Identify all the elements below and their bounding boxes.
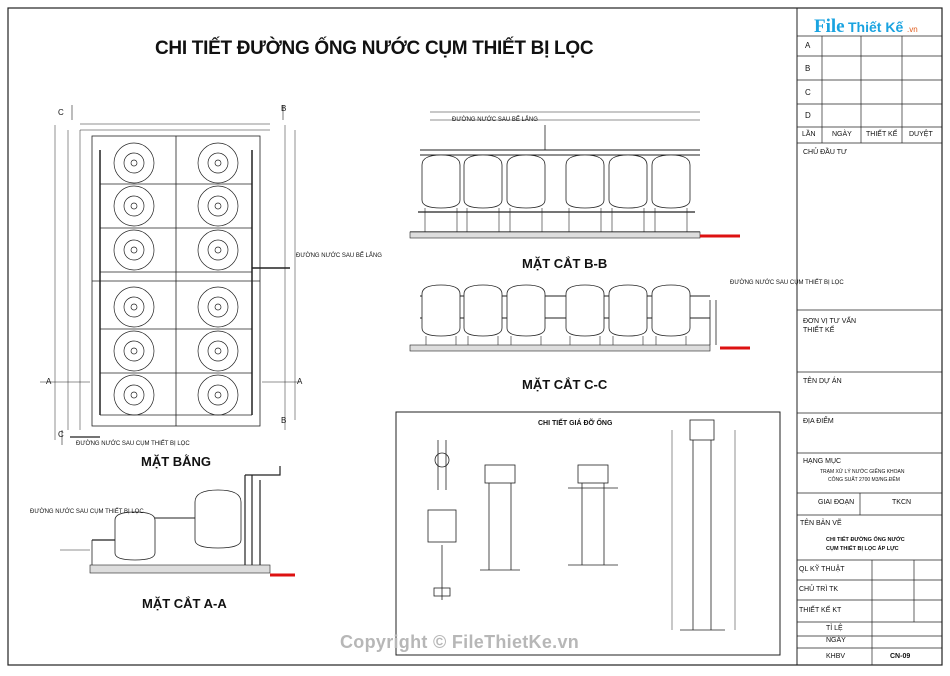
owner-label: CHỦ ĐẦU TƯ <box>803 149 847 156</box>
logo-name-text: Thiết Kế <box>848 19 904 35</box>
plan-view <box>40 105 300 445</box>
annotation-after-settling: ĐƯỜNG NƯỚC SAU BỂ LẮNG <box>296 253 382 259</box>
label-section-bb: MẶT CẮT B-B <box>522 256 608 271</box>
scale-label: TỈ LỆ <box>826 625 843 632</box>
item-value-line2: CÔNG SUẤT 2700 M3/NG.ĐÊM <box>828 477 900 483</box>
rev-header-approve: DUYỆT <box>909 131 933 138</box>
section-mark-a-right: A <box>297 377 303 386</box>
chief-label: CHỦ TRÌ TK <box>799 586 839 593</box>
section-mark-a-left: A <box>46 377 52 386</box>
section-cc-tanks <box>421 284 691 345</box>
rev-c: C <box>805 88 811 97</box>
annotation-cc-filter: ĐƯỜNG NƯỚC SAU CỤM THIẾT BỊ LỌC <box>730 280 844 286</box>
logo-file-text: File <box>814 16 845 37</box>
copyright-watermark: Copyright © FileThietKe.vn <box>340 632 580 652</box>
date-label: NGÀY <box>826 637 846 644</box>
rev-b: B <box>805 64 811 73</box>
drawing-name-label: TÊN BẢN VẼ <box>800 520 842 527</box>
brand-logo: File Thiết Kế .vn <box>814 16 924 40</box>
rev-a: A <box>805 41 811 50</box>
stage-value: TKCN <box>892 499 912 506</box>
plan-filter-tanks <box>70 142 290 438</box>
code-label: KHBV <box>826 653 846 660</box>
annotation-after-filter: ĐƯỜNG NƯỚC SAU CỤM THIẾT BỊ LỌC <box>76 441 190 447</box>
rev-header-times: LẦN <box>802 131 816 138</box>
item-label: HẠNG MỤC <box>803 458 842 465</box>
stage-label: GIAI ĐOẠN <box>818 499 855 506</box>
section-bb-view <box>409 111 740 239</box>
label-section-cc: MẶT CẮT C-C <box>522 377 608 392</box>
item-value-line1: TRẠM XỬ LÝ NƯỚC GIẾNG KHOAN <box>820 469 905 475</box>
drawing-name-line2: CỤM THIẾT BỊ LỌC ÁP LỰC <box>826 546 899 552</box>
section-mark-c-top: C <box>58 108 64 117</box>
rev-header-design: THIẾT KẾ <box>866 131 898 138</box>
drawing-name-line1: CHI TIẾT ĐƯỜNG ỐNG NƯỚC <box>826 537 905 543</box>
consultant-label: ĐƠN VỊ TƯ VẤN <box>803 318 857 325</box>
project-label: TÊN DỰ ÁN <box>803 378 842 385</box>
qa-label: QL KỸ THUẬT <box>799 566 845 573</box>
label-section-aa: MẶT CẮT A-A <box>142 596 227 611</box>
logo-domain-text: .vn <box>907 25 918 34</box>
sheet-title: CHI TIẾT ĐƯỜNG ỐNG NƯỚC CỤM THIẾT BỊ LỌC <box>155 38 594 59</box>
pipe-support-detail <box>395 411 781 656</box>
rev-d: D <box>805 111 811 120</box>
section-mark-b-top: B <box>281 104 287 113</box>
label-pipe-support: CHI TIẾT GIÁ ĐỠ ỐNG <box>538 420 613 427</box>
section-aa-view <box>60 466 295 577</box>
consultant-sub-label: THIẾT KẾ <box>803 327 835 334</box>
rev-header-date: NGÀY <box>832 131 852 138</box>
section-mark-b-bottom: B <box>281 416 287 425</box>
section-bb-tanks <box>418 154 695 232</box>
title-block-grid <box>797 35 942 665</box>
label-plan-view: MẶT BẰNG <box>141 454 212 469</box>
annotation-aa-filter: ĐƯỜNG NƯỚC SAU CỤM THIẾT BỊ LỌC <box>30 509 144 515</box>
location-label: ĐỊA ĐIỂM <box>803 418 834 425</box>
annotation-bb-settling: ĐƯỜNG NƯỚC SAU BỂ LẮNG <box>452 117 538 123</box>
section-mark-c-bottom: C <box>58 430 64 439</box>
drawing-code: CN-09 <box>890 653 911 660</box>
designer-label: THIẾT KẾ KT <box>799 607 842 614</box>
